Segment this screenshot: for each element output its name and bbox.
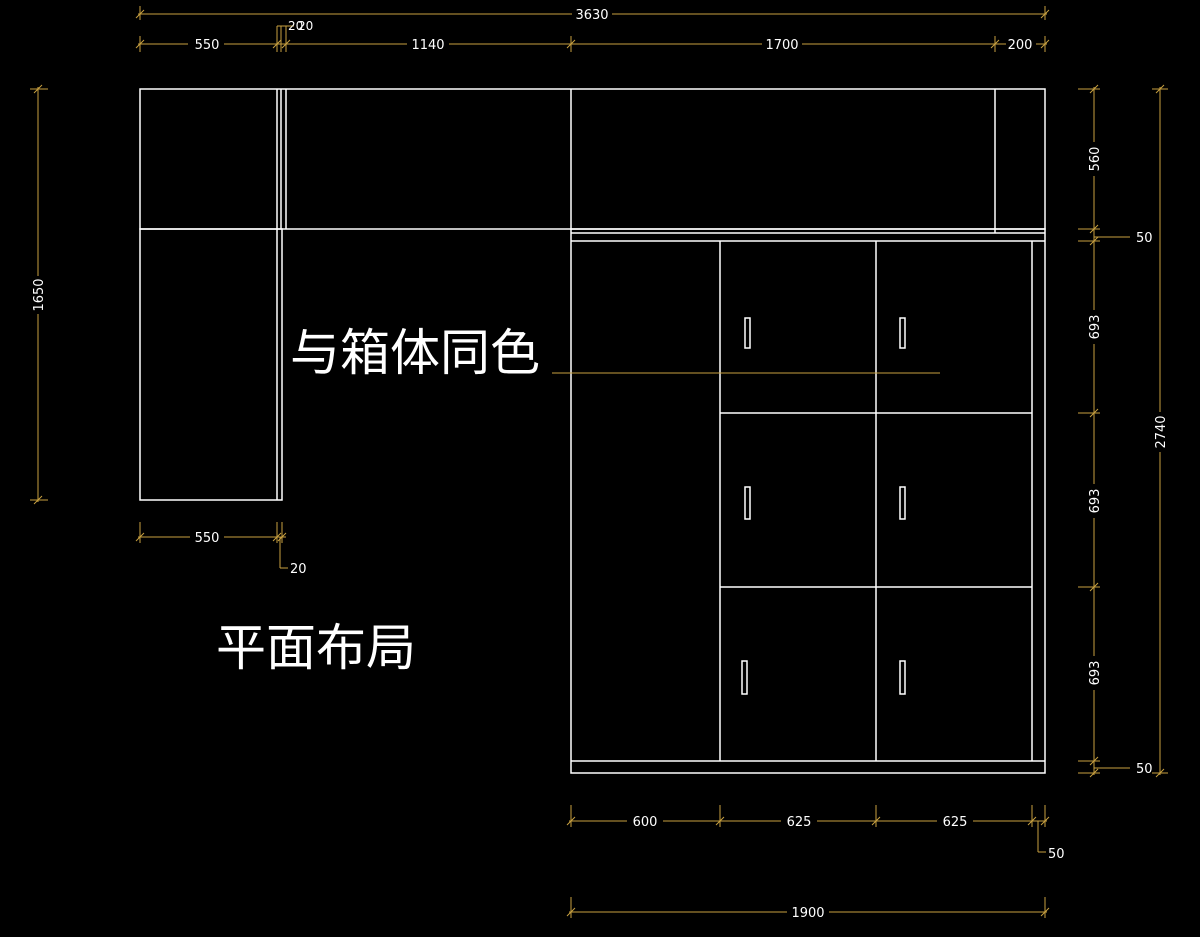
dim-top-seg5: 200 bbox=[1008, 38, 1033, 53]
dim-right-top: 560 bbox=[1088, 147, 1103, 172]
dim-top-seg3: 1140 bbox=[411, 38, 444, 53]
top-cabinet-band bbox=[139, 88, 1046, 230]
handle-r2c2 bbox=[899, 486, 906, 520]
dim-top-seg2: 20 bbox=[288, 19, 303, 33]
handle-r3c1 bbox=[741, 660, 748, 695]
dim-bottom-seg4: 50 bbox=[1048, 847, 1065, 862]
handle-r1c1 bbox=[744, 317, 751, 349]
left-column bbox=[139, 228, 283, 501]
dim-bottom-seg2: 625 bbox=[787, 815, 812, 830]
handle-r3c2 bbox=[899, 660, 906, 695]
note-label: 与箱体同色 bbox=[290, 324, 540, 382]
dim-top-seg4: 1700 bbox=[765, 38, 798, 53]
dim-bottom-seg3: 625 bbox=[943, 815, 968, 830]
dim-right-gap: 50 bbox=[1136, 231, 1153, 246]
dim-top-seg1: 550 bbox=[195, 38, 220, 53]
dim-right-row1: 693 bbox=[1088, 315, 1103, 340]
dim-right-row3: 693 bbox=[1088, 661, 1103, 686]
dim-left-height: 1650 bbox=[32, 278, 47, 311]
dim-right-row2: 693 bbox=[1088, 489, 1103, 514]
handle-r1c2 bbox=[899, 317, 906, 349]
dim-right-bottom: 50 bbox=[1136, 762, 1153, 777]
furniture-outline bbox=[139, 88, 1046, 774]
main-cabinet bbox=[570, 228, 1046, 774]
dim-bottom-seg1: 600 bbox=[633, 815, 658, 830]
title-label: 平面布局 bbox=[216, 619, 416, 677]
dim-bottom-left-gap: 20 bbox=[290, 562, 307, 577]
dim-right-total: 2740 bbox=[1154, 415, 1169, 448]
dim-bottom-total: 1900 bbox=[791, 906, 824, 921]
handle-r2c1 bbox=[744, 486, 751, 520]
dim-top-total: 3630 bbox=[575, 8, 608, 23]
dim-bottom-left-width: 550 bbox=[195, 531, 220, 546]
dimension-lines bbox=[30, 6, 1168, 918]
dim-top-seg2b: 20 bbox=[298, 19, 313, 33]
